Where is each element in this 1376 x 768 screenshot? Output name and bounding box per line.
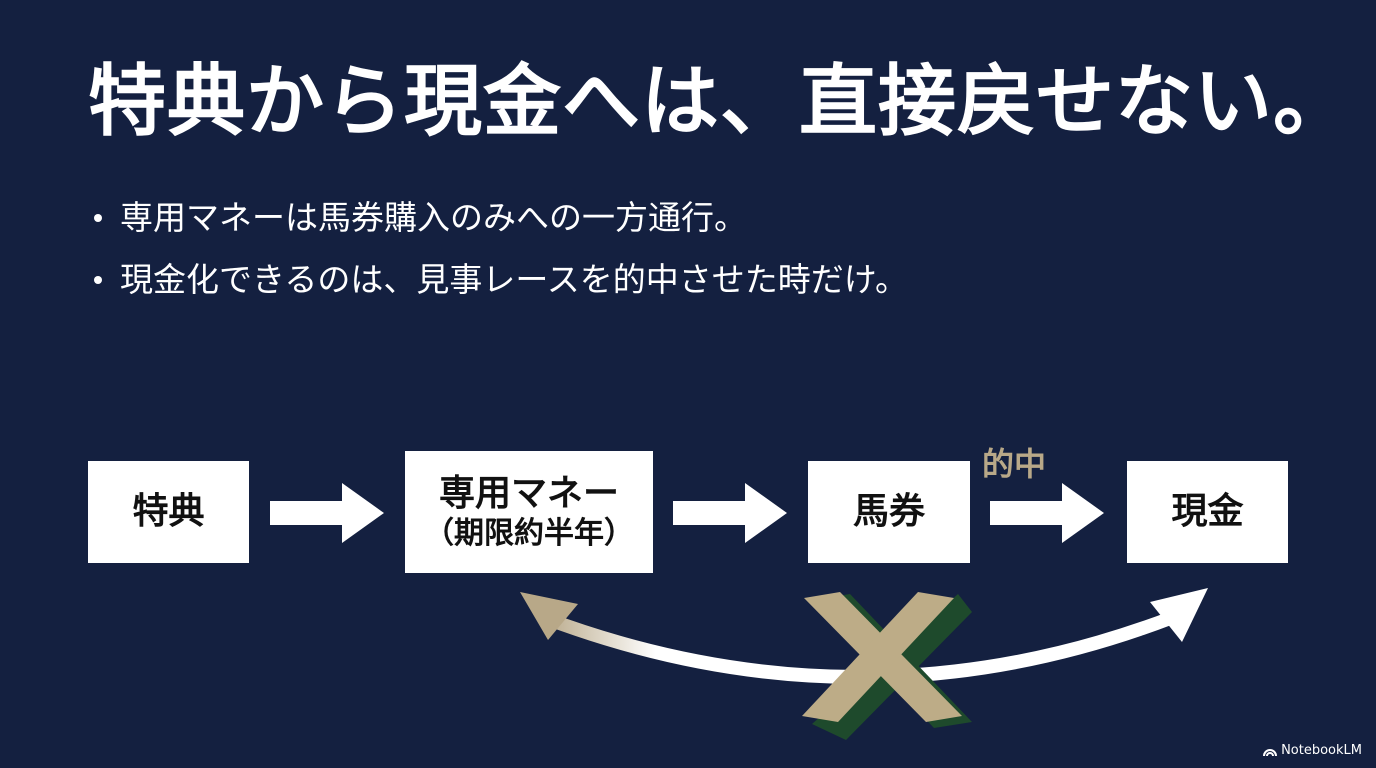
curve-arrowhead-right-icon	[1150, 588, 1208, 642]
brand-watermark: NotebookLM	[1263, 742, 1362, 760]
flow-box-ticket: 馬券	[808, 461, 970, 563]
flow-box-label: 馬券	[852, 491, 925, 532]
flow-box-label: 現金	[1171, 491, 1244, 532]
right-arrow-icon	[673, 483, 787, 543]
return-curve-arrow	[542, 612, 1174, 684]
brand-name: NotebookLM	[1281, 743, 1362, 758]
right-arrow-icon	[270, 483, 384, 543]
page-title: 特典から現金へは、直接戻せない。	[88, 56, 1353, 147]
notebooklm-logo-icon	[1263, 749, 1278, 757]
bullet-list: 専用マネーは馬券購入のみへの一方通行。 現金化できるのは、見事レースを的中させた…	[90, 196, 908, 320]
flow-box-label: 専用マネー	[438, 473, 619, 514]
flow-box-money: 専用マネー （期限約半年）	[405, 451, 653, 573]
right-arrow-icon	[990, 483, 1104, 543]
bullet-icon	[94, 276, 102, 284]
flow-box-perk: 特典	[88, 461, 249, 563]
cross-mark-icon	[802, 592, 972, 740]
arrow-label-hit: 的中	[982, 445, 1047, 483]
bullet-item: 専用マネーは馬券購入のみへの一方通行。	[90, 196, 908, 240]
flow-box-label: 特典	[132, 491, 205, 532]
bullet-item: 現金化できるのは、見事レースを的中させた時だけ。	[90, 258, 908, 302]
bullet-text: 専用マネーは馬券購入のみへの一方通行。	[120, 198, 747, 237]
bullet-icon	[94, 214, 102, 222]
bullet-text: 現金化できるのは、見事レースを的中させた時だけ。	[120, 260, 909, 299]
flow-box-cash: 現金	[1127, 461, 1288, 563]
flow-box-sublabel: （期限約半年）	[424, 516, 634, 551]
curve-arrowhead-left-icon	[520, 592, 578, 640]
